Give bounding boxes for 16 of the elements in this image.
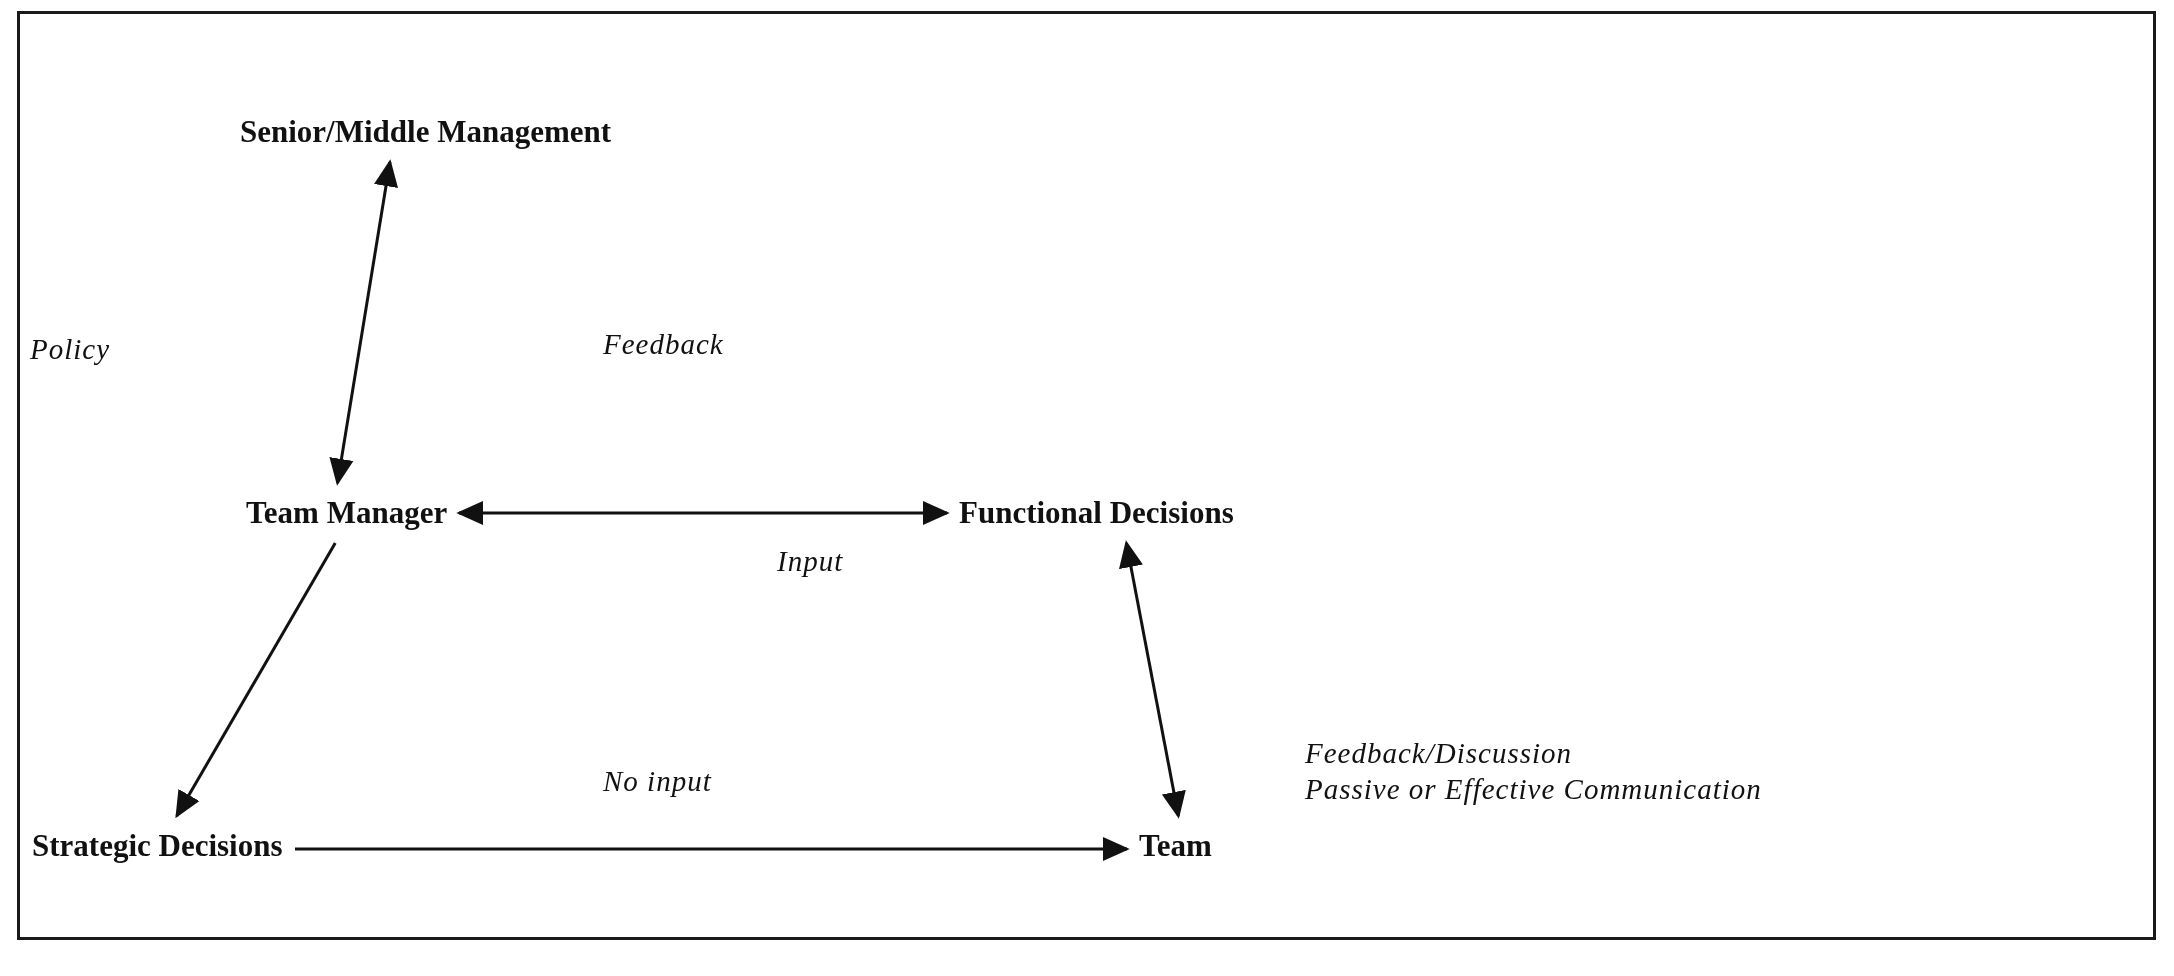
annotation-text: Feedback/Discussion bbox=[1305, 737, 1573, 771]
arrow bbox=[329, 159, 398, 486]
arrow bbox=[175, 542, 337, 819]
arrow bbox=[295, 836, 1130, 862]
annotation-text: Passive or Effective Communication bbox=[1305, 773, 1762, 807]
edge-label: No input bbox=[603, 765, 712, 799]
node-label: Senior/Middle Management bbox=[228, 102, 624, 162]
node-label: Team bbox=[1127, 816, 1224, 876]
node-label: Team Manager bbox=[234, 483, 460, 543]
arrow bbox=[456, 500, 950, 526]
annotation-text: Policy bbox=[30, 333, 111, 367]
annotation-text: Feedback bbox=[603, 328, 724, 362]
edge-label: Input bbox=[777, 545, 844, 579]
node-label: Functional Decisions bbox=[947, 483, 1246, 543]
arrow bbox=[1119, 540, 1186, 819]
node-label: Strategic Decisions bbox=[20, 816, 295, 876]
